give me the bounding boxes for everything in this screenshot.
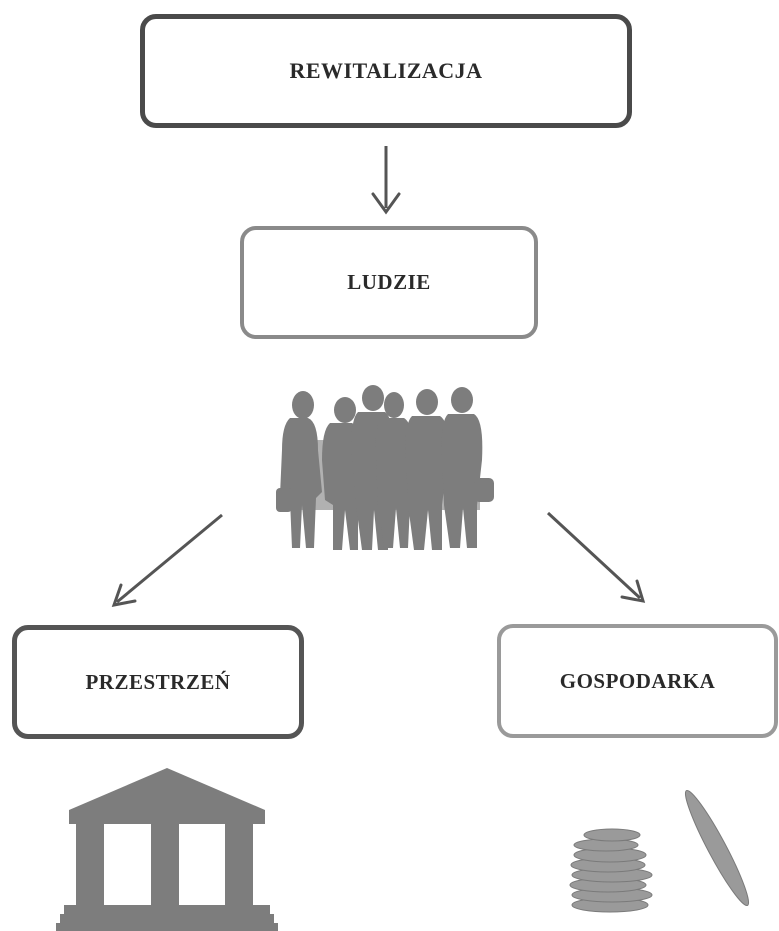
arrow-top-to-ludzie bbox=[371, 146, 401, 215]
przestrzen-label: PRZESTRZEŃ bbox=[85, 669, 231, 694]
rewitalizacja-box: REWITALIZACJA bbox=[140, 14, 632, 128]
rewitalizacja-label: REWITALIZACJA bbox=[289, 58, 483, 83]
arrow-ludzie-to-gospodarka bbox=[546, 511, 646, 603]
ludzie-label: LUDZIE bbox=[347, 270, 431, 294]
arrow-ludzie-to-przestrzen bbox=[111, 513, 223, 607]
przestrzen-box: PRZESTRZEŃ bbox=[12, 625, 304, 739]
people-group-icon bbox=[276, 385, 494, 550]
classical-building-icon bbox=[56, 768, 278, 931]
gospodarka-box: GOSPODARKA bbox=[497, 624, 778, 738]
ludzie-box: LUDZIE bbox=[240, 226, 538, 339]
coin-stack-icon bbox=[569, 789, 750, 913]
gospodarka-label: GOSPODARKA bbox=[559, 668, 716, 693]
